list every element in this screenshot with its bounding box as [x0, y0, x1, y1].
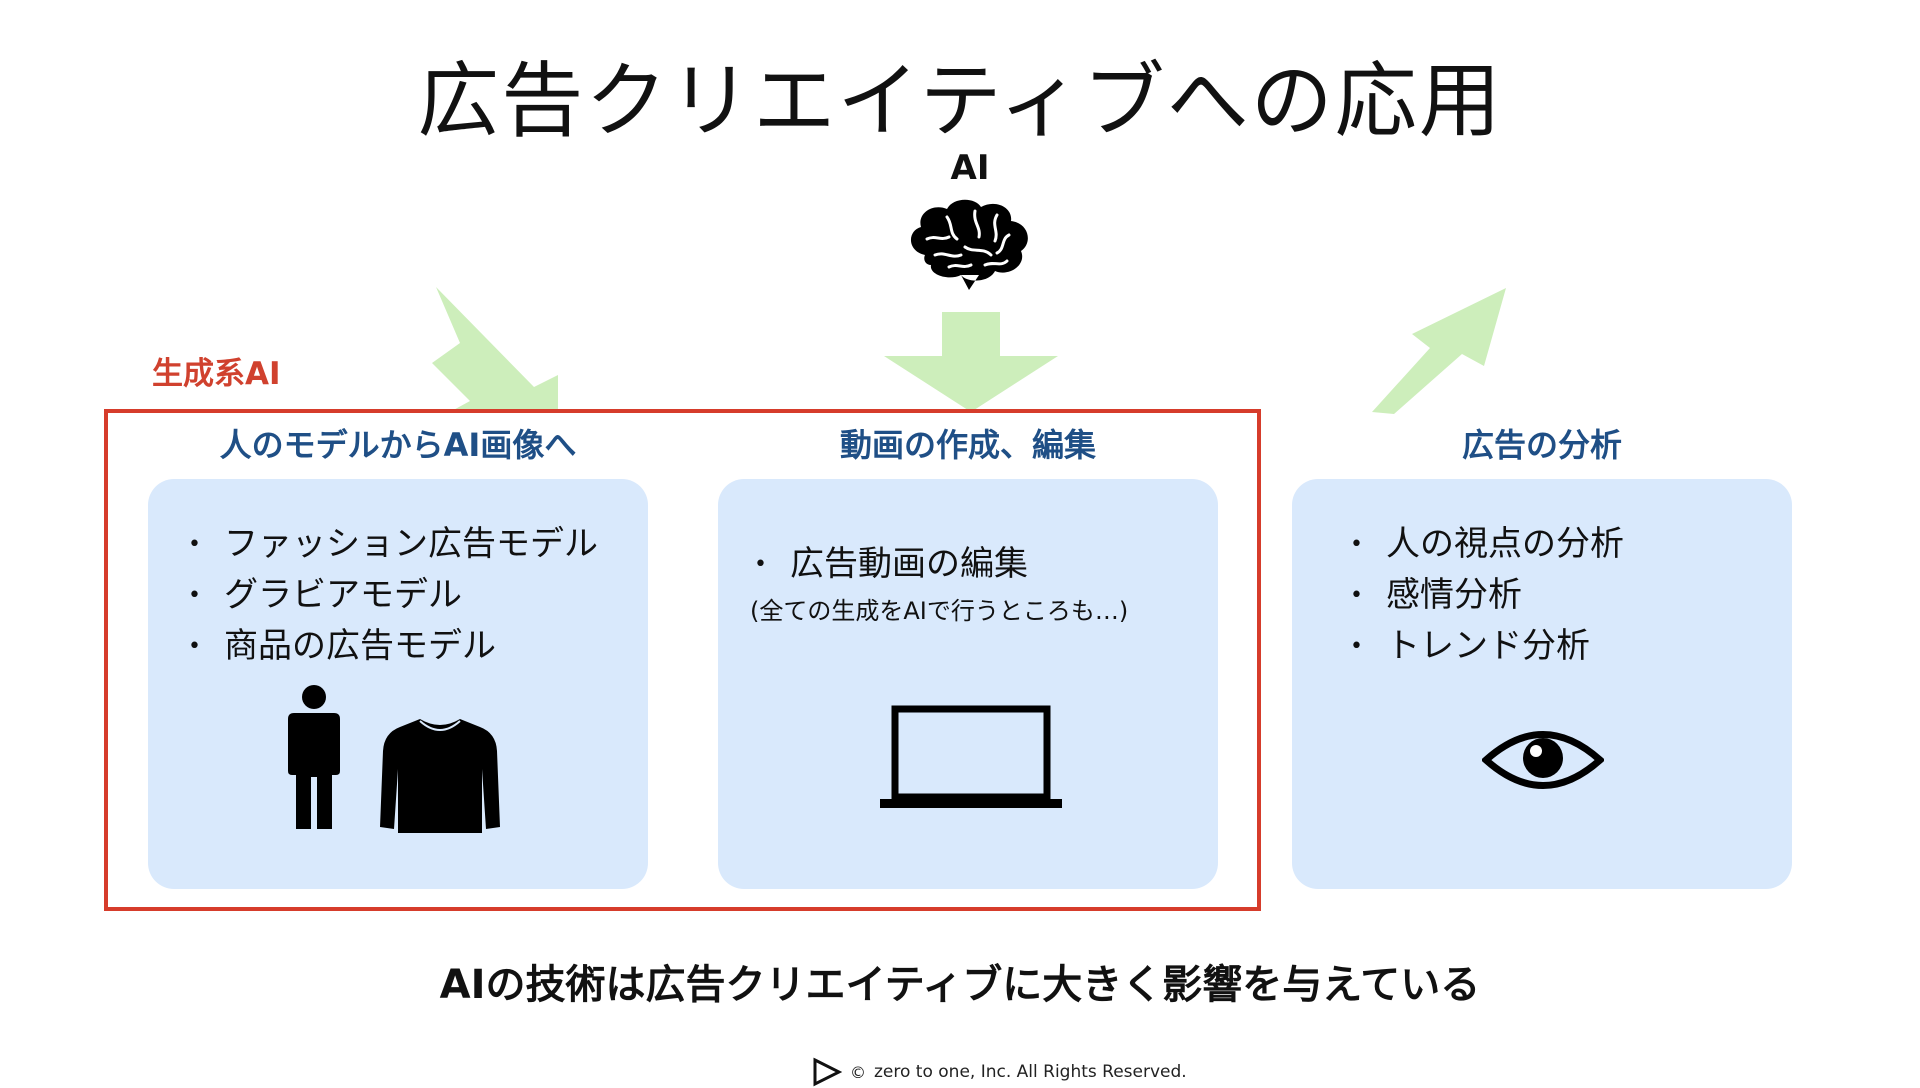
- page-title: 広告クリエイティブへの応用: [417, 54, 1503, 149]
- bullet-list-models: ファッション広告モデル グラビアモデル 商品の広告モデル: [184, 519, 598, 672]
- list-item: トレンド分析: [1346, 621, 1624, 672]
- column-heading-video: 動画の作成、編集: [839, 426, 1096, 464]
- bullet-list-analysis: 人の視点の分析 感情分析 トレンド分析: [1346, 519, 1624, 672]
- list-item: グラビアモデル: [184, 570, 598, 621]
- list-item: 広告動画の編集: [750, 539, 1028, 590]
- copyright-text: zero to one, Inc. All Rights Reserved.: [874, 1062, 1187, 1082]
- generative-ai-label: 生成系AI: [152, 356, 281, 392]
- footer: © zero to one, Inc. All Rights Reserved.: [812, 1056, 1187, 1088]
- sweater-icon: [380, 719, 500, 833]
- company-logo-icon: [813, 1057, 842, 1087]
- arrow-right-icon: [1372, 288, 1506, 414]
- column-heading-analysis: 広告の分析: [1461, 426, 1622, 464]
- person-icon: [288, 685, 340, 829]
- bullet-list-video: 広告動画の編集: [750, 539, 1028, 590]
- list-item: 感情分析: [1346, 570, 1624, 621]
- ai-label: AI: [950, 148, 990, 188]
- column-heading-models: 人のモデルからAI画像へ: [219, 426, 577, 464]
- laptop-icon: [880, 705, 1062, 808]
- brain-icon: [910, 199, 1028, 290]
- panel-video: 広告動画の編集 (全ての生成をAIで行うところも…): [718, 479, 1218, 889]
- arrow-left-icon: [432, 287, 558, 413]
- eye-icon: [1482, 731, 1604, 789]
- note-text: (全ての生成をAIで行うところも…): [750, 597, 1129, 625]
- arrow-down-icon: [884, 312, 1058, 412]
- panel-analysis: 人の視点の分析 感情分析 トレンド分析: [1292, 479, 1792, 889]
- summary-message: AIの技術は広告クリエイティブに大きく影響を与えている: [439, 962, 1481, 1008]
- list-item: 商品の広告モデル: [184, 621, 598, 672]
- list-item: 人の視点の分析: [1346, 519, 1624, 570]
- copyright-symbol: ©: [850, 1062, 866, 1082]
- panel-models: ファッション広告モデル グラビアモデル 商品の広告モデル: [148, 479, 648, 889]
- generative-ai-frame: [104, 409, 1261, 911]
- list-item: ファッション広告モデル: [184, 519, 598, 570]
